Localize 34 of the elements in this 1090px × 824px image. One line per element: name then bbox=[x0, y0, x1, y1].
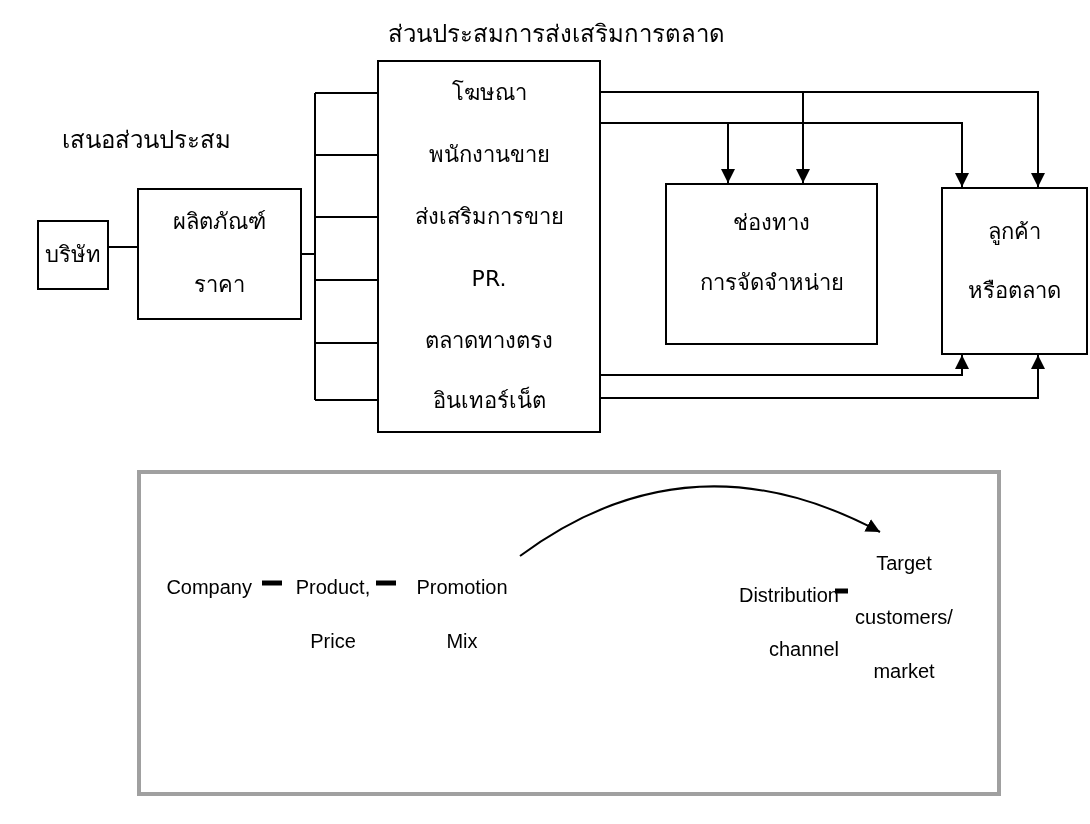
arrow bbox=[600, 354, 1045, 399]
box-text: ส่งเสริมการขาย bbox=[413, 203, 565, 231]
arrow bbox=[519, 485, 881, 557]
connector-bar bbox=[262, 580, 282, 586]
box-text: ช่องทาง bbox=[732, 209, 811, 237]
box-text: ลูกค้า bbox=[987, 218, 1042, 247]
box-text: PR. bbox=[470, 265, 508, 293]
process-box bbox=[941, 187, 1088, 355]
process-box bbox=[665, 183, 878, 345]
process-box bbox=[377, 60, 601, 433]
target-market-label: Target customers/ market bbox=[852, 536, 956, 698]
distribution-channel-label: Distribution channel bbox=[704, 568, 839, 676]
connector-bar bbox=[835, 588, 848, 594]
box-text: ตลาดทางตรง bbox=[424, 327, 554, 355]
connector-line bbox=[108, 246, 138, 248]
arrow bbox=[600, 354, 969, 376]
box-text: การจัดจำหน่าย bbox=[698, 269, 845, 297]
box-text: บริษัท bbox=[44, 241, 102, 269]
product-price-label: Product, Price bbox=[286, 560, 380, 668]
box-text: พนักงานขาย bbox=[427, 141, 551, 169]
connector-bar bbox=[376, 580, 396, 586]
panel-frame bbox=[137, 470, 1001, 796]
box-text: ผลิตภัณฑ์ bbox=[172, 208, 267, 236]
process-box bbox=[37, 220, 109, 290]
connector-line bbox=[301, 92, 378, 401]
company-label: Company bbox=[144, 560, 266, 614]
promotion-mix-label: Promotion Mix bbox=[400, 560, 524, 668]
box-caption: ส่วนประสมการส่งเสริมการตลาด bbox=[388, 19, 725, 50]
box-text: อินเทอร์เน็ต bbox=[431, 386, 547, 415]
group-label: เสนอส่วนประสม bbox=[62, 125, 231, 156]
box-text: โฆษณา bbox=[450, 79, 528, 107]
process-box bbox=[137, 188, 302, 320]
box-text: หรือตลาด bbox=[967, 277, 1062, 305]
box-text: ราคา bbox=[193, 271, 246, 299]
